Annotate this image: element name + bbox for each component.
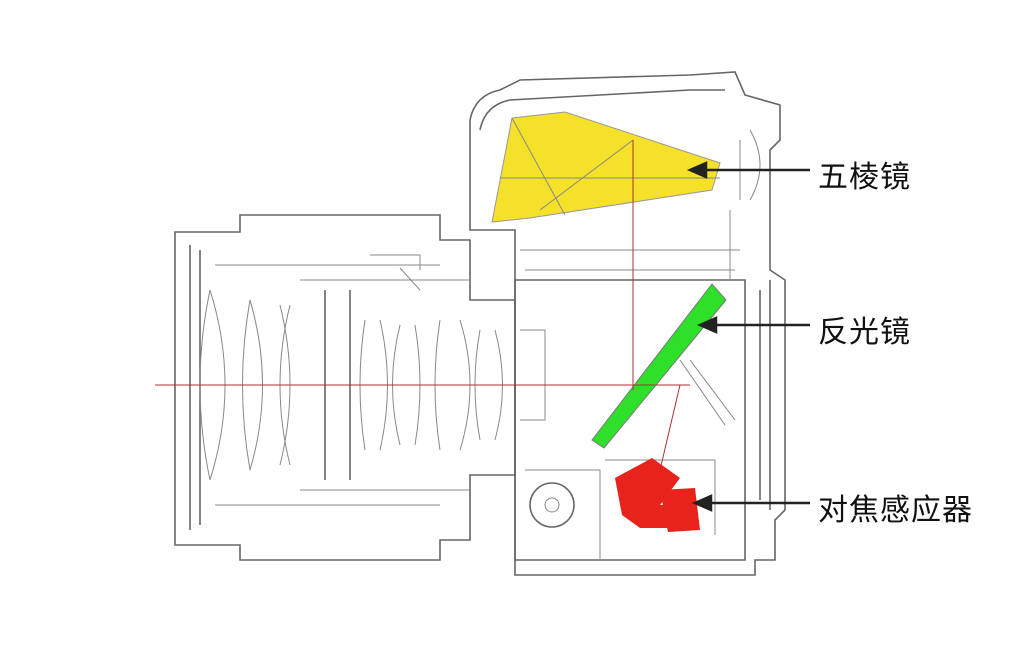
label-arrows	[686, 161, 810, 512]
reflex-mirror	[591, 283, 727, 449]
lens-assembly	[174, 214, 516, 561]
pentaprism	[491, 111, 721, 223]
label-focus-sensor: 对焦感应器	[818, 493, 973, 528]
focus-sensor	[615, 458, 700, 532]
camera-body	[469, 71, 786, 576]
optical-path-vertical	[632, 140, 681, 471]
label-pentaprism: 五棱镜	[818, 160, 911, 195]
label-reflex-mirror: 反光镜	[818, 315, 911, 350]
